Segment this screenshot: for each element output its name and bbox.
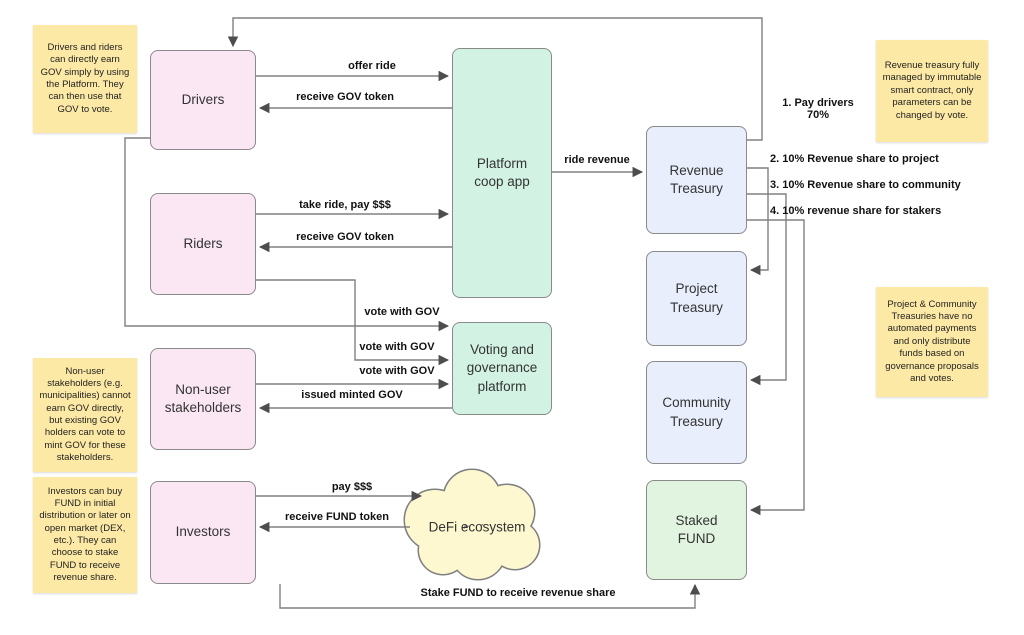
connector-pay-drivers: [227, 17, 763, 141]
node-non-user-stakeholders-label: Non-user stakeholders: [164, 381, 242, 415]
node-riders-label: Riders: [183, 235, 223, 251]
sticky-note-non-user-stakeholders[interactable]: Non-user stakeholders (e.g. municipaliti…: [33, 358, 137, 472]
node-defi-ecosystem-label: DeFi ecosystem: [428, 519, 526, 535]
node-investors-label: Investors: [175, 524, 231, 540]
node-revenue-treasury-label: Revenue Treasury: [669, 162, 724, 196]
sticky-note-revenue-treasury[interactable]: Revenue treasury fully managed by immuta…: [876, 40, 988, 142]
edge-label-receive-gov-drivers: receive GOV token: [296, 91, 394, 103]
node-revenue-treasury[interactable]: Revenue Treasury: [646, 126, 747, 234]
edge-label-vote-stakeholders: vote with GOV: [359, 365, 435, 377]
sticky-note-non-user-stakeholders-text: Non-user stakeholders (e.g. municipaliti…: [39, 365, 131, 464]
sticky-note-treasuries[interactable]: Project & Community Treasuries have no a…: [876, 287, 988, 397]
defi-cloud-shape[interactable]: [403, 468, 541, 581]
node-community-treasury-label: Community Treasury: [662, 395, 731, 429]
node-community-treasury[interactable]: Community Treasury: [646, 361, 747, 464]
sticky-note-drivers-riders-text: Drivers and riders can directly earn GOV…: [40, 41, 130, 115]
connector-share-project: [747, 167, 769, 276]
connector-stake-fund: [279, 583, 701, 609]
edge-label-receive-fund: receive FUND token: [285, 511, 389, 523]
node-drivers-label: Drivers: [181, 91, 225, 107]
node-drivers[interactable]: Drivers: [150, 50, 256, 150]
edge-label-share-stakers: 4. 10% revenue share for stakers: [770, 205, 942, 217]
node-non-user-stakeholders[interactable]: Non-user stakeholders: [150, 348, 256, 450]
node-project-treasury-label: Project Treasury: [670, 281, 723, 315]
edge-label-stake-fund: Stake FUND to receive revenue share: [420, 587, 616, 599]
node-platform-coop-app-label: Platform coop app: [474, 155, 530, 189]
node-staked-fund[interactable]: Staked FUND: [646, 480, 747, 580]
edge-label-share-project: 2. 10% Revenue share to project: [770, 153, 939, 165]
sticky-note-investors-text: Investors can buy FUND in initial distri…: [39, 485, 131, 584]
node-riders[interactable]: Riders: [150, 193, 256, 295]
edge-label-offer-ride: offer ride: [348, 60, 396, 72]
node-platform-coop-app[interactable]: Platform coop app: [452, 48, 552, 298]
connector-share-community: [747, 193, 787, 386]
sticky-note-revenue-treasury-text: Revenue treasury fully managed by immuta…: [882, 60, 982, 121]
sticky-note-drivers-riders[interactable]: Drivers and riders can directly earn GOV…: [33, 25, 137, 133]
edge-label-take-ride: take ride, pay $$$: [299, 199, 391, 211]
connector-share-stakers: [747, 219, 805, 516]
node-staked-fund-label: Staked FUND: [675, 512, 718, 546]
edge-label-vote-riders: vote with GOV: [359, 341, 435, 353]
sticky-note-treasuries-text: Project & Community Treasuries have no a…: [885, 298, 979, 384]
edge-label-share-community: 3. 10% Revenue share to community: [770, 179, 961, 191]
connector-vote-riders: [256, 279, 450, 366]
node-voting-governance-platform[interactable]: Voting and governance platform: [452, 322, 552, 415]
edge-label-pay-drivers: 1. Pay drivers 70%: [782, 97, 854, 121]
edge-label-receive-gov-riders: receive GOV token: [296, 231, 394, 243]
edge-label-pay-money: pay $$$: [331, 481, 373, 493]
sticky-note-investors[interactable]: Investors can buy FUND in initial distri…: [33, 477, 137, 593]
node-investors[interactable]: Investors: [150, 481, 256, 584]
node-voting-governance-platform-label: Voting and governance platform: [466, 342, 538, 394]
edge-label-vote-drivers: vote with GOV: [364, 306, 440, 318]
connector-vote-drivers: [124, 137, 450, 332]
edge-label-ride-revenue: ride revenue: [564, 154, 630, 166]
node-project-treasury[interactable]: Project Treasury: [646, 251, 747, 346]
edge-label-issued-minted-gov: issued minted GOV: [301, 389, 403, 401]
